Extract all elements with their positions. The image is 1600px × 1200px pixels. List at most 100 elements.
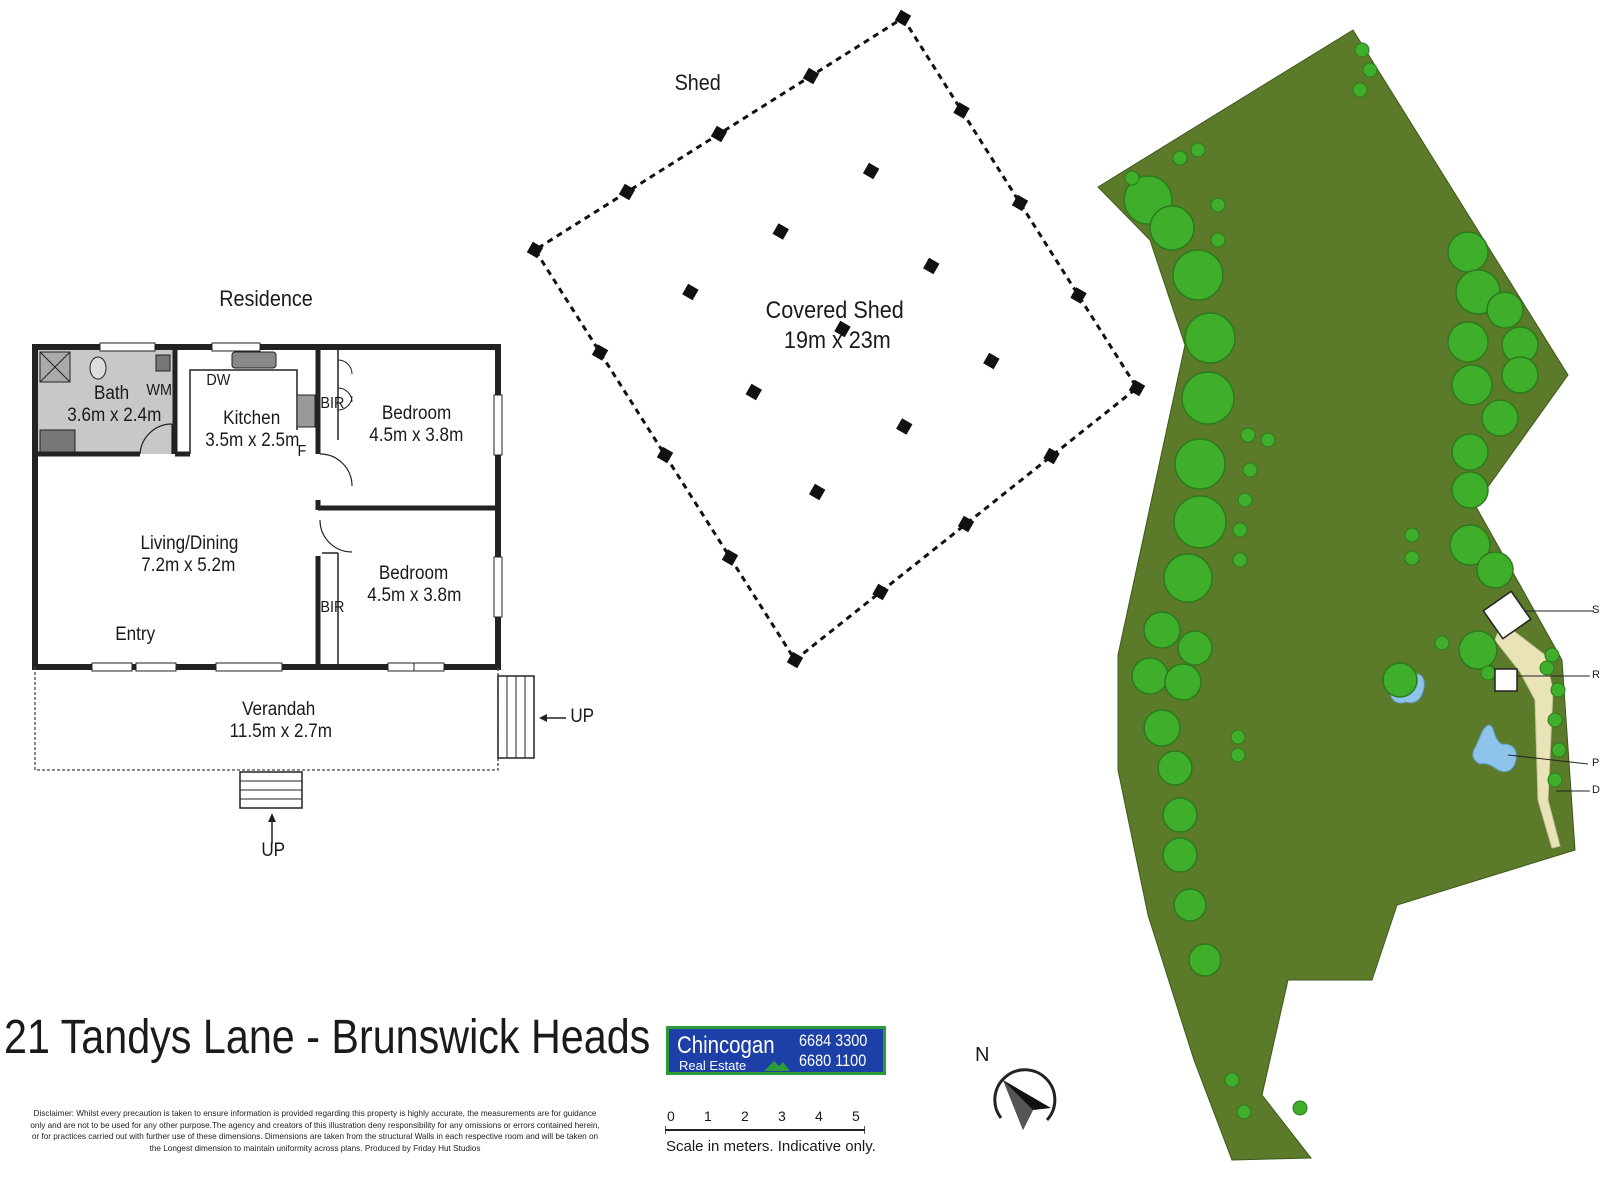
shrub-icon xyxy=(1224,1072,1240,1088)
scale-tick-0: 0 xyxy=(667,1108,675,1124)
bir1-label: BIR xyxy=(320,395,345,412)
shed-post xyxy=(772,223,789,240)
disclaimer: Disclaimer: Whilst every precaution is t… xyxy=(30,1109,600,1153)
shrub-icon xyxy=(1539,660,1555,676)
tree-icon xyxy=(1163,553,1213,603)
shrub-icon xyxy=(1210,232,1226,248)
residence-heading: Residence xyxy=(219,286,313,311)
tree-icon xyxy=(1177,630,1213,666)
tree-icon xyxy=(1173,495,1227,549)
shrub-icon xyxy=(1352,82,1368,98)
shed-post xyxy=(1070,287,1087,304)
tree-icon xyxy=(1458,630,1498,670)
shed-post xyxy=(953,102,970,119)
shrub-icon xyxy=(1404,527,1420,543)
bir2-label: BIR xyxy=(320,599,345,616)
tree-icon xyxy=(1188,943,1222,977)
sink-icon xyxy=(231,351,277,369)
driveway xyxy=(1494,621,1561,849)
shrub-icon xyxy=(1240,427,1256,443)
shrub-icon xyxy=(1550,682,1566,698)
shed-post xyxy=(834,320,851,338)
compass-north: N xyxy=(975,1044,990,1066)
tree-icon xyxy=(1481,399,1519,437)
tree-icon xyxy=(1173,888,1207,922)
tree-icon xyxy=(1476,551,1514,589)
entry-label: Entry xyxy=(115,624,156,645)
tree-icon xyxy=(1131,657,1169,695)
scale-tick-2: 2 xyxy=(741,1108,749,1124)
scale-tick-5: 5 xyxy=(852,1108,860,1124)
tree-icon xyxy=(1447,231,1489,273)
scale-tick-1: 1 xyxy=(704,1108,712,1124)
property-address: 21 Tandys Lane - Brunswick Heads xyxy=(4,1011,651,1064)
tree-icon xyxy=(1164,663,1202,701)
dam-2 xyxy=(1472,724,1517,773)
tree-icon xyxy=(1162,797,1198,833)
shed-post xyxy=(872,583,889,601)
shed-post xyxy=(1128,379,1146,397)
tree-icon xyxy=(1486,291,1524,329)
bath-name: Bath xyxy=(93,383,130,404)
kitchen-dim: 3.5m x 2.5m xyxy=(205,430,300,451)
shed-post xyxy=(526,241,544,259)
shrub-icon xyxy=(1230,747,1246,763)
shed-post xyxy=(591,344,609,361)
bedroom1-name: Bedroom xyxy=(381,403,452,424)
site-label-pond: P xyxy=(1592,757,1600,769)
tree-icon xyxy=(1143,611,1181,649)
up-right-label: UP xyxy=(570,706,595,727)
vanity-icon xyxy=(39,429,76,453)
up-bottom-label: UP xyxy=(261,840,286,861)
agency-logo[interactable]: Chincogan Real Estate 6684 3300 6680 110… xyxy=(666,1026,886,1075)
site-label-driveway: D xyxy=(1592,784,1600,796)
shrub-icon xyxy=(1354,42,1370,58)
shed-post xyxy=(894,9,912,27)
shrub-icon xyxy=(1172,150,1188,166)
shed-post xyxy=(656,446,674,464)
tree-icon xyxy=(1451,471,1489,509)
bedroom1-dim: 4.5m x 3.8m xyxy=(369,425,464,446)
shed-post xyxy=(786,651,804,669)
tree-icon xyxy=(1143,709,1181,747)
shrub-icon xyxy=(1237,492,1253,508)
shrub-icon xyxy=(1544,647,1560,663)
living-name: Living/Dining xyxy=(140,533,239,554)
tree-icon xyxy=(1501,356,1539,394)
wm-label: WM xyxy=(146,382,173,399)
shed-post xyxy=(1011,194,1029,212)
bedroom2-name: Bedroom xyxy=(378,563,449,584)
tree-icon xyxy=(1162,837,1198,873)
tree-icon xyxy=(1181,371,1235,425)
tree-icon xyxy=(1184,312,1236,364)
site-shed-marker xyxy=(1482,590,1532,640)
stove-icon xyxy=(296,394,316,428)
scale-tick-3: 3 xyxy=(778,1108,786,1124)
shrub-icon xyxy=(1292,1100,1308,1116)
logo-name: Chincogan xyxy=(677,1032,775,1059)
trees xyxy=(1123,42,1567,1120)
site-label-residence: Re xyxy=(1592,669,1600,681)
dw-label: DW xyxy=(206,372,231,389)
tree-icon xyxy=(1447,321,1489,363)
scale-tick-4: 4 xyxy=(815,1108,823,1124)
shrub-icon xyxy=(1404,550,1420,566)
kitchen-name: Kitchen xyxy=(223,408,281,429)
tree-icon xyxy=(1451,364,1493,406)
site-label-shed: Sh xyxy=(1592,604,1600,616)
shed-heading: Shed xyxy=(674,70,721,95)
bedroom2-dim: 4.5m x 3.8m xyxy=(367,585,462,606)
bath-dim: 3.6m x 2.4m xyxy=(67,405,162,426)
logo-sub: Real Estate xyxy=(679,1058,747,1073)
shrub-icon xyxy=(1362,62,1378,78)
washing-machine-icon xyxy=(155,354,171,372)
shrub-icon xyxy=(1232,552,1248,568)
shed-post xyxy=(721,549,739,566)
tree-icon xyxy=(1174,438,1226,490)
tree-icon xyxy=(1451,433,1489,471)
mountain-icon xyxy=(764,1061,790,1071)
shed-post xyxy=(1043,447,1060,465)
